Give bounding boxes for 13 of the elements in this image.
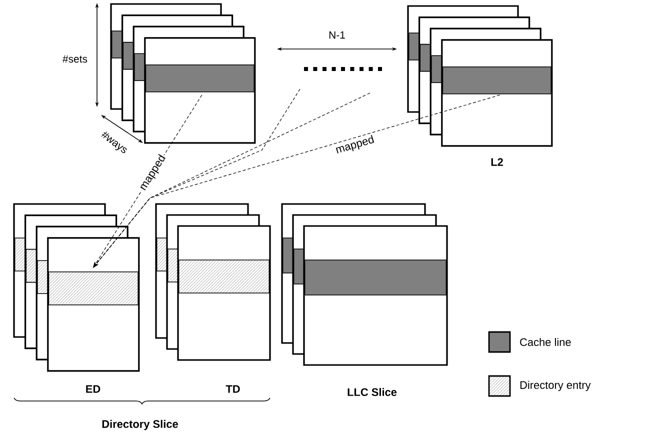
dimension-label: #sets bbox=[62, 55, 88, 63]
edge-label: mapped bbox=[336, 134, 374, 154]
count-label: N-1 bbox=[329, 31, 345, 39]
ellipsis-dots bbox=[304, 67, 382, 71]
stack-label: L2 bbox=[491, 158, 503, 166]
cache-stack-drawing bbox=[37, 237, 140, 372]
group-label: Directory Slice bbox=[102, 420, 178, 430]
stack-label: TD bbox=[226, 385, 240, 393]
legend-label: Directory entry bbox=[520, 380, 591, 392]
stack-label: LLC Slice bbox=[348, 388, 397, 396]
legend-label: Cache line bbox=[520, 338, 571, 346]
cache-stack-drawing bbox=[167, 225, 271, 361]
stack-label: ED bbox=[86, 385, 100, 393]
